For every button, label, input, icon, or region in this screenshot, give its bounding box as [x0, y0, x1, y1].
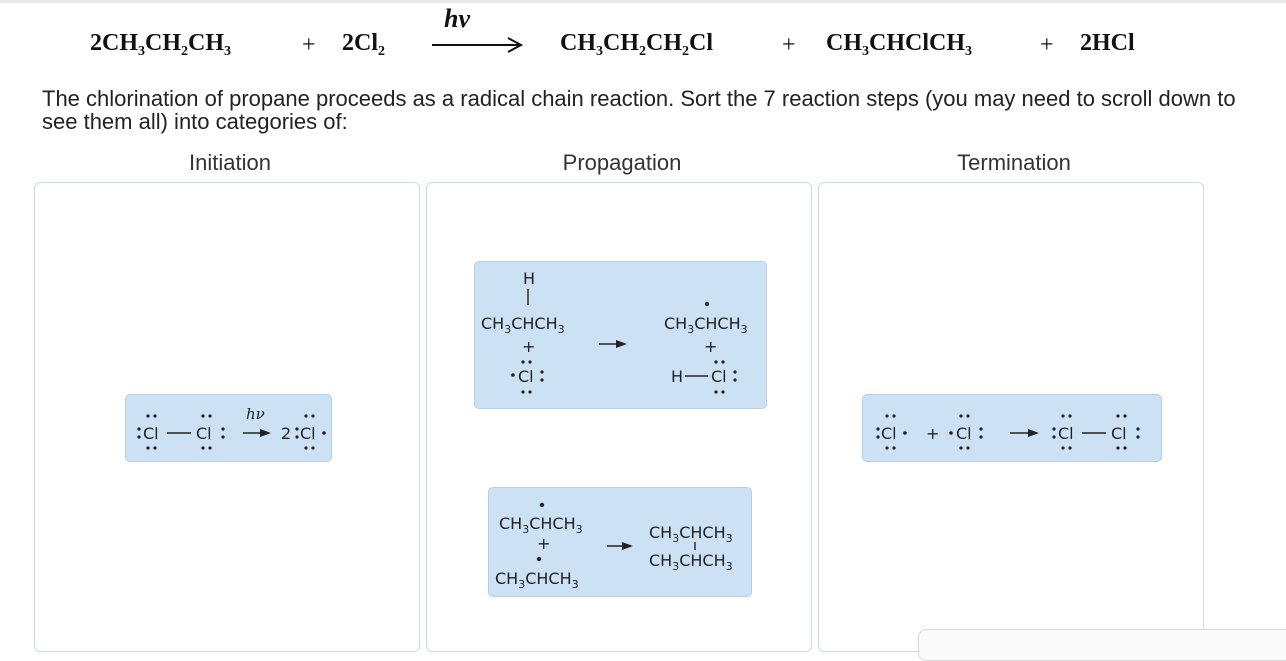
reaction-arrow-icon [1010, 429, 1039, 437]
equation-product-1-chloropropane: CH3CH2CH2Cl [560, 30, 713, 59]
isopropyl-radical-formula: CH3CHCH3 [495, 569, 579, 591]
chlorine-atom: Cl [1111, 414, 1140, 450]
plus-sign: + [704, 337, 717, 356]
radical-dot [704, 301, 710, 307]
svg-text:Cl: Cl [300, 424, 316, 443]
dimer-formula-top: CH3CHCH3 [649, 523, 733, 545]
radical-dot [539, 502, 545, 508]
plus-sign: + [522, 337, 535, 356]
equation-reactant-chlorine: 2Cl2 [342, 30, 385, 59]
bottom-panel-edge [918, 629, 1286, 661]
svg-text:Cl: Cl [1058, 424, 1074, 443]
equation-condition-hv: hν [444, 4, 470, 33]
chlorine-atom: Cl [196, 414, 225, 450]
bin-label-propagation: Propagation [562, 150, 682, 175]
hv-label: hν [246, 405, 265, 423]
chlorine-atom: Cl [1052, 414, 1074, 450]
hydrogen-atom: H [671, 367, 683, 386]
chlorine-atom: Cl [711, 360, 737, 394]
equation-product-hcl: 2HCl [1080, 30, 1135, 56]
svg-text:Cl: Cl [956, 424, 972, 443]
plus-sign: + [537, 534, 550, 553]
chlorine-radical: Cl [876, 414, 907, 450]
chlorine-radical: Cl [295, 414, 326, 450]
step-tile-radical-coupling[interactable]: CH3CHCH3 + CH3CHCH3 CH3CHCH3 CH3CHCH3 [488, 487, 752, 597]
step-tile-cl2-homolysis[interactable]: Cl Cl hν 2 Cl [125, 394, 332, 462]
chlorine-radical: Cl [511, 360, 544, 394]
bin-label-initiation: Initiation [189, 150, 271, 175]
top-rule [0, 0, 1286, 3]
radical-dot [536, 556, 542, 562]
dimer-formula-bottom: CH3CHCH3 [649, 551, 733, 573]
propane-formula: CH3CHCH3 [481, 314, 565, 336]
hydrogen-atom: H [523, 269, 535, 288]
svg-text:Cl: Cl [881, 424, 897, 443]
reaction-arrow-icon [599, 340, 627, 348]
chlorine-radical: Cl [949, 414, 983, 450]
step-tile-cl-radical-recombination[interactable]: Cl + Cl Cl Cl [862, 394, 1162, 462]
equation-plus: + [1040, 32, 1054, 58]
reaction-arrow-icon [607, 542, 633, 550]
coefficient: 2 [281, 424, 291, 443]
svg-text:Cl: Cl [196, 424, 212, 443]
isopropyl-radical-formula: CH3CHCH3 [664, 314, 748, 336]
svg-text:Cl: Cl [711, 367, 727, 386]
equation-arrow-icon [432, 37, 524, 53]
svg-text:Cl: Cl [1111, 424, 1127, 443]
equation-plus: + [302, 32, 316, 58]
equation-reactant-propane: 2CH3CH2CH3 [90, 30, 231, 59]
plus-sign: + [926, 424, 939, 443]
instructions-text: The chlorination of propane proceeds as … [42, 86, 1236, 134]
isopropyl-radical-formula: CH3CHCH3 [499, 514, 583, 536]
equation-product-2-chloropropane: CH3CHClCH3 [826, 30, 972, 59]
bin-label-termination: Termination [957, 150, 1071, 175]
reaction-arrow-icon [243, 429, 271, 437]
chlorine-atom: Cl [137, 414, 159, 450]
equation-plus: + [782, 32, 796, 58]
svg-text:Cl: Cl [518, 367, 534, 386]
step-tile-h-abstraction[interactable]: H CH3CHCH3 + Cl CH3CHCH3 + H Cl [474, 261, 767, 409]
svg-text:Cl: Cl [143, 424, 159, 443]
